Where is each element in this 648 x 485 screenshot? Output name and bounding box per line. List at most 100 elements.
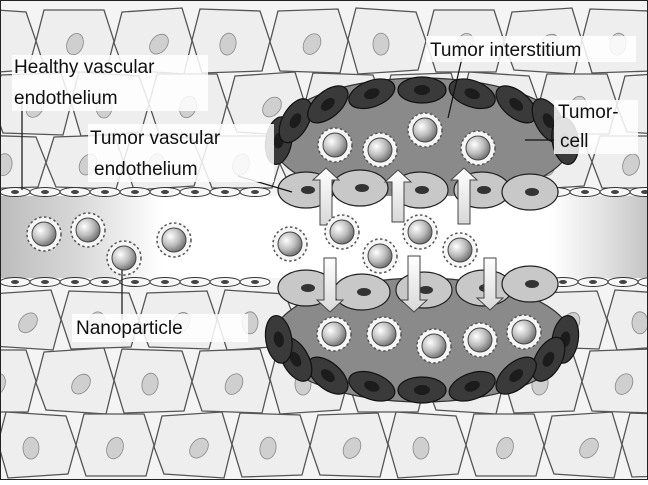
- healthy-endothelial-cell-nucleus: [161, 280, 169, 284]
- healthy-endothelial-cell-nucleus: [101, 190, 109, 194]
- tumor-endothelial-nucleus: [419, 286, 433, 294]
- nanoparticle-core: [322, 132, 348, 158]
- label-healthy-line2: endothelium: [14, 88, 118, 109]
- healthy-endothelial-cell-nucleus: [641, 190, 648, 194]
- tumor-cell-nucleus: [273, 331, 284, 348]
- nanoparticle: [70, 212, 106, 248]
- tumor-endothelial-nucleus: [355, 184, 369, 192]
- tumor-endothelial-nucleus: [301, 186, 315, 194]
- tumor-endothelial-nucleus: [525, 280, 539, 288]
- label-tumor-cell-line2: cell: [560, 131, 589, 152]
- tissue-cell-nucleus: [579, 437, 599, 459]
- tissue-cell-nucleus: [149, 33, 169, 55]
- tissue-cell-nucleus: [614, 373, 634, 395]
- healthy-endothelial-cell-nucleus: [41, 280, 49, 284]
- tumor-cell-nucleus: [542, 351, 555, 367]
- tumor-endothelial-nucleus: [477, 186, 491, 194]
- tumor-cell-nucleus: [509, 97, 524, 111]
- nanoparticle: [442, 232, 478, 268]
- tumor-cell-nucleus: [320, 97, 335, 111]
- healthy-endothelial-cell-nucleus: [619, 280, 627, 284]
- nanoparticle: [402, 214, 438, 250]
- nanoparticle: [362, 132, 398, 168]
- nanoparticle: [272, 226, 308, 262]
- tissue-cell-nucleus: [18, 312, 38, 334]
- tumor-cell-nucleus: [464, 380, 480, 392]
- label-bg-tumor-cell: [554, 100, 638, 154]
- nanoparticle: [324, 214, 360, 250]
- label-bg-healthy: [12, 55, 208, 111]
- healthy-endothelial-cell: [637, 277, 648, 287]
- healthy-endothelial-cell-nucleus: [559, 280, 567, 284]
- tissue-cell: [621, 412, 648, 478]
- tissue-cell: [606, 289, 648, 351]
- tumor-cell-nucleus: [464, 88, 480, 100]
- nanoparticle-core: [412, 117, 438, 143]
- tissue-cell-nucleus: [372, 32, 390, 56]
- nanoparticle: [366, 316, 402, 352]
- tumor-cell-nucleus: [320, 369, 335, 383]
- tissue-cell-nucleus: [224, 373, 244, 395]
- healthy-endothelial-cell-nucleus: [251, 190, 259, 194]
- healthy-endothelial-cell-nucleus: [251, 280, 259, 284]
- nanoparticle-core: [371, 321, 397, 347]
- tumor-cell-nucleus: [414, 385, 430, 395]
- tumor-cell-nucleus: [509, 369, 524, 383]
- label-interstitium: Tumor interstitium: [430, 40, 581, 61]
- tumor-cell-nucleus: [414, 85, 430, 95]
- nanoparticle-core: [161, 227, 187, 253]
- nanoparticle: [362, 238, 398, 274]
- nanoparticle-core: [329, 219, 355, 245]
- nanoparticle-core: [465, 135, 491, 161]
- healthy-endothelial-cell-nucleus: [611, 190, 619, 194]
- healthy-endothelial-cell: [629, 187, 648, 197]
- healthy-endothelial-cell-nucleus: [101, 280, 109, 284]
- nanoparticle-core: [467, 327, 493, 353]
- tumor-endothelial-nucleus: [357, 288, 371, 296]
- arrow-up: [311, 167, 341, 226]
- nanoparticle: [460, 130, 496, 166]
- label-tumor-cell-line1: Tumor-: [558, 102, 619, 123]
- label-bg-interstitium: [426, 36, 636, 62]
- arrow-down: [315, 257, 345, 313]
- nanoparticle: [317, 127, 353, 163]
- labels: Healthy vascular endothelium Tumor vascu…: [12, 36, 638, 342]
- healthy-endothelial-cell-nucleus: [131, 280, 139, 284]
- label-tumor-vascular-line1: Tumor vascular: [90, 128, 221, 149]
- nanoparticle: [506, 314, 542, 350]
- label-nanoparticle: Nanoparticle: [76, 318, 183, 339]
- nanoparticle-core: [407, 219, 433, 245]
- nanoparticles: [26, 112, 542, 364]
- tissue-cell-nucleus: [71, 373, 91, 395]
- nanoparticle: [462, 322, 498, 358]
- tissue-cell-nucleus: [412, 436, 430, 460]
- nanoparticle-core: [447, 237, 473, 263]
- tissue-cell-nucleus: [631, 311, 648, 335]
- nanoparticle-core: [421, 333, 447, 359]
- tissue-cell-nucleus: [219, 32, 237, 56]
- nanoparticle: [156, 222, 192, 258]
- tissue-cell-nucleus: [141, 372, 159, 396]
- label-healthy-line1: Healthy vascular: [14, 57, 155, 78]
- nanoparticle-core: [277, 231, 303, 257]
- label-bg-nanoparticle: [72, 314, 248, 342]
- tumor-endothelial-nucleus: [415, 186, 429, 194]
- healthy-endothelial-cell-nucleus: [11, 280, 19, 284]
- healthy-endothelial-cell-nucleus: [581, 190, 589, 194]
- nanoparticle-core: [367, 243, 393, 269]
- nanoparticle-core: [321, 321, 347, 347]
- healthy-endothelial-cell-nucleus: [71, 190, 79, 194]
- leader-interstitium: [447, 57, 463, 119]
- nanoparticle-core: [31, 221, 57, 247]
- tissue-cell-nucleus: [22, 436, 40, 460]
- tissue-cell-nucleus: [106, 437, 124, 460]
- label-tumor-vascular-line2: endothelium: [94, 159, 198, 180]
- healthy-endothelial-cell-nucleus: [161, 190, 169, 194]
- tissue-cell: [0, 135, 47, 189]
- nanoparticle: [416, 328, 452, 364]
- tissue-cell-nucleus: [259, 436, 277, 460]
- tissue-cell-nucleus: [0, 153, 13, 176]
- healthy-endothelial-cell-nucleus: [131, 190, 139, 194]
- tumor-cell-nucleus: [364, 380, 380, 392]
